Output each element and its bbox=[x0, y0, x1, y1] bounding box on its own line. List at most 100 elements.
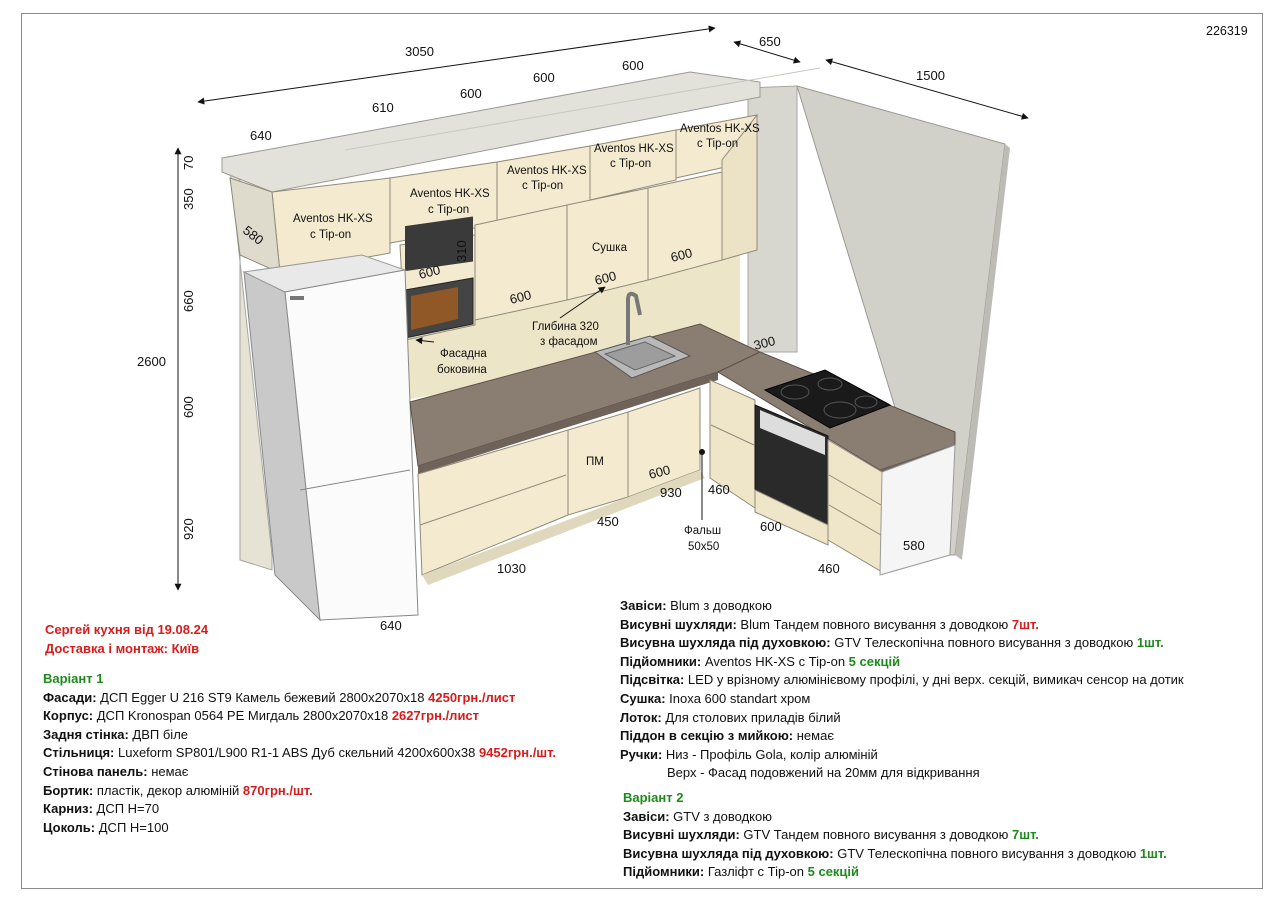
dim-610: 610 bbox=[372, 100, 394, 115]
spec-highlight: 2627грн./лист bbox=[391, 708, 480, 724]
dim-640-bottom: 640 bbox=[380, 618, 402, 633]
spec-key: Стільниця: bbox=[43, 745, 115, 761]
client-line-2: Доставка і монтаж: Київ bbox=[45, 640, 200, 656]
label-dryer: Сушка bbox=[592, 242, 628, 254]
dim-350: 350 bbox=[181, 188, 196, 210]
dim-line-650 bbox=[733, 40, 801, 64]
client-line-1: Сергей кухня від 19.08.24 bbox=[45, 622, 209, 637]
spec-highlight: 870грн./шт. bbox=[242, 782, 313, 798]
spec-row: Лоток: Для столових приладів білий bbox=[620, 709, 1184, 728]
spec-key: Ручки: bbox=[620, 746, 663, 762]
label-side-2: боковина bbox=[437, 364, 487, 376]
dim-460-b: 460 bbox=[818, 561, 840, 576]
dim-920: 920 bbox=[181, 518, 196, 540]
dim-600-b: 600 bbox=[533, 70, 555, 85]
spec-key: Висувні шухляди: bbox=[620, 616, 737, 632]
spec-value: Inoxa 600 standart хром bbox=[665, 690, 811, 706]
variant-1-block: Варіант 1 Фасади: ДСП Egger U 216 ST9 Ка… bbox=[43, 670, 556, 837]
spec-highlight: 1шт. bbox=[1136, 635, 1164, 651]
label-side-1: Фасадна bbox=[440, 348, 487, 360]
spec-row: Завіси: Blum з доводкою bbox=[620, 597, 1184, 616]
burner-2 bbox=[817, 377, 843, 391]
upper-cabinet-4 bbox=[589, 129, 677, 201]
spec-key: Висувні шухляди: bbox=[623, 827, 740, 843]
dim-600-c: 600 bbox=[622, 58, 644, 73]
client-info: Сергей кухня від 19.08.24 Доставка і мон… bbox=[45, 621, 208, 658]
spec-value: GTV з доводкою bbox=[669, 808, 772, 824]
oven-drawer bbox=[754, 489, 829, 546]
spec-key: Підйомники: bbox=[620, 653, 702, 669]
spec-value: Luxeform SP801/L900 R1-1 ABS Дуб скельни… bbox=[114, 745, 479, 761]
spec-value: пластік, декор алюміній bbox=[93, 782, 243, 798]
dim-600-w2: 600 bbox=[508, 287, 533, 307]
countertop-main-edge bbox=[418, 372, 718, 474]
spec-value: Aventos HK-XS с Tip-on bbox=[701, 653, 849, 669]
upper-cabinet-1-side bbox=[229, 177, 281, 274]
spec-row: Завіси: GTV з доводкою bbox=[623, 808, 1167, 827]
spec-value: Газліфт с Tip-on bbox=[704, 864, 808, 880]
spec-value: немає bbox=[793, 728, 834, 744]
right-wall-edge bbox=[955, 144, 1010, 560]
sink-bowl bbox=[603, 341, 677, 371]
end-panel-white bbox=[879, 444, 956, 576]
spec-highlight: 9452грн./шт. bbox=[478, 745, 556, 761]
variant-1-rows: Фасади: ДСП Egger U 216 ST9 Камель бежев… bbox=[43, 689, 556, 838]
microwave-window bbox=[411, 287, 458, 330]
spec-highlight: 7шт. bbox=[1012, 827, 1039, 843]
label-aventos-2: Aventos HK-XS bbox=[410, 188, 490, 200]
label-depth-2: з фасадом bbox=[540, 336, 598, 348]
spec-key: Карниз: bbox=[43, 801, 93, 817]
fold-dot bbox=[699, 449, 705, 455]
spec-value: ДСП H=100 bbox=[95, 819, 169, 835]
label-aventos-5: Aventos HK-XS bbox=[680, 123, 760, 135]
spec-value: ДСП Egger U 216 ST9 Камель бежевий 2800x… bbox=[96, 689, 429, 705]
label-depth-1: Глибина 320 bbox=[532, 321, 599, 333]
dim-600-w3: 600 bbox=[593, 268, 618, 288]
spec-row: Бортик: пластік, декор алюміній 870грн./… bbox=[43, 782, 556, 801]
spec-key: Сушка: bbox=[620, 690, 666, 706]
spec-row: Піддон в секцію з мийкою: немає bbox=[620, 727, 1184, 746]
spec-row: Фасади: ДСП Egger U 216 ST9 Камель бежев… bbox=[43, 689, 556, 708]
spec-row: Висувна шухляда під духовкою: GTV Телеск… bbox=[620, 634, 1184, 653]
dim-310: 310 bbox=[454, 240, 469, 262]
dim-660: 660 bbox=[181, 290, 196, 312]
dim-2600: 2600 bbox=[137, 354, 166, 369]
spec-row: Стільниця: Luxeform SP801/L900 R1-1 ABS … bbox=[43, 744, 556, 763]
dim-600-w4: 600 bbox=[669, 245, 694, 265]
spec-row: Ручки: Низ - Профіль Gola, колір алюміні… bbox=[620, 746, 1184, 765]
dim-930: 930 bbox=[660, 485, 682, 500]
fridge-front bbox=[284, 269, 419, 621]
variant-1-title: Варіант 1 bbox=[43, 671, 104, 686]
label-dishwasher: ПМ bbox=[586, 456, 604, 468]
burner-4 bbox=[854, 395, 878, 409]
variant-2-title: Варіант 2 bbox=[623, 790, 684, 805]
spec-value: LED у врізному алюмінієвому профілі, у д… bbox=[684, 672, 1184, 688]
spec-value: ДСП H=70 bbox=[92, 801, 160, 817]
spec-value: Blum Тандем повного висування з доводкою bbox=[736, 616, 1012, 632]
plinth-main bbox=[422, 470, 705, 585]
spec-highlight: 5 секцій bbox=[807, 864, 860, 880]
dim-460-a: 460 bbox=[708, 482, 730, 497]
dim-650: 650 bbox=[759, 34, 781, 49]
spec-row: Підйомники: Газліфт с Tip-on 5 секцій bbox=[623, 863, 1167, 882]
dim-600-a: 600 bbox=[460, 86, 482, 101]
dim-600-left: 600 bbox=[181, 396, 196, 418]
spec-value: ДВП біле bbox=[128, 726, 189, 742]
spec-row: Сушка: Inoxa 600 standart хром bbox=[620, 690, 1184, 709]
dim-300: 300 bbox=[752, 333, 777, 353]
spec-value: Низ - Профіль Gola, колір алюміній bbox=[662, 746, 878, 762]
spec-key: Задня стінка: bbox=[43, 726, 129, 742]
spec-key: Висувна шухляда під духовкою: bbox=[623, 845, 834, 861]
spec-row: Висувна шухляда під духовкою: GTV Телеск… bbox=[623, 845, 1167, 864]
microwave bbox=[405, 216, 473, 272]
dim-450: 450 bbox=[597, 514, 619, 529]
dim-line-1500 bbox=[825, 58, 1029, 120]
spec-row: Карниз: ДСП H=70 bbox=[43, 800, 556, 819]
corner-column bbox=[747, 85, 798, 353]
spec-key: Фасади: bbox=[43, 689, 97, 705]
